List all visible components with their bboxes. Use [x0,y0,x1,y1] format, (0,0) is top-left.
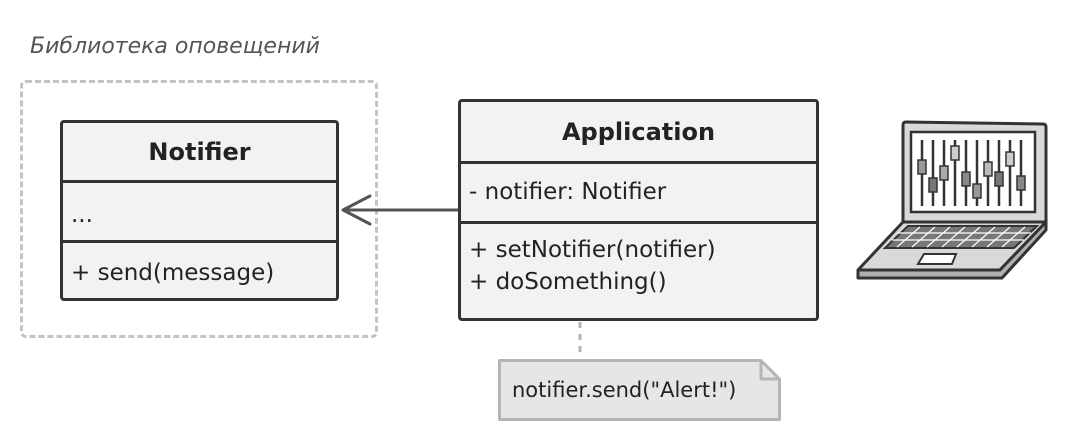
notifier-method-send: + send(message) [71,260,275,286]
note-text: notifier.send("Alert!") [512,378,737,402]
note-shape [498,359,781,421]
notifier-class: Notifier ... + send(message) [60,120,339,301]
association-arrow [341,194,458,226]
application-class: Application - notifier: Notifier + setNo… [458,99,819,321]
application-method-dosomething: + doSomething() [469,269,667,295]
package-title: Библиотека оповещений [30,34,320,59]
code-note: notifier.send("Alert!") [498,359,781,421]
application-method-setnotifier: + setNotifier(notifier) [469,237,716,263]
notifier-class-name: Notifier [63,123,336,183]
notifier-fields: ... [63,183,336,243]
application-fields: - notifier: Notifier [461,164,816,224]
application-field-notifier: - notifier: Notifier [469,179,667,205]
notifier-field: ... [71,202,93,228]
application-methods: + setNotifier(notifier) + doSomething() [461,224,816,298]
application-class-name: Application [461,102,816,164]
notifier-methods: + send(message) [63,243,336,289]
